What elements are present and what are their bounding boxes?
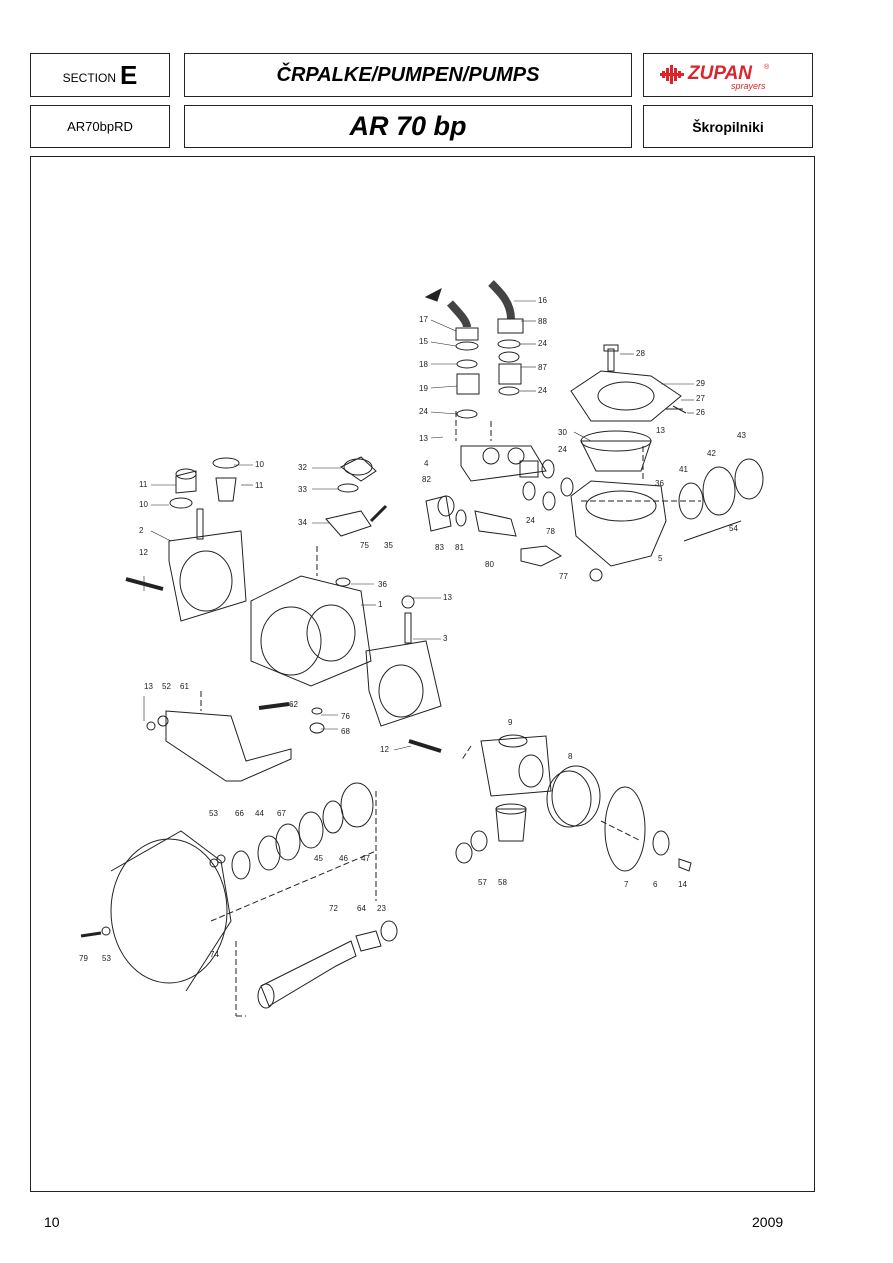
- part-label: 16: [538, 296, 547, 305]
- part-label: 26: [696, 408, 705, 417]
- part-label: 80: [485, 560, 494, 569]
- part-label: 77: [559, 572, 568, 581]
- part-label: 24: [558, 445, 567, 454]
- part-label: 46: [339, 854, 348, 863]
- part-label: 27: [696, 394, 705, 403]
- part-label: 36: [378, 580, 387, 589]
- part-label: 61: [180, 682, 189, 691]
- exploded-diagram: 1617881524281887192429272426301313432442…: [79, 280, 764, 1017]
- part-label: 5: [658, 554, 663, 563]
- year: 2009: [752, 1214, 784, 1230]
- part-label: 79: [79, 954, 88, 963]
- part-label: 11: [139, 480, 148, 489]
- part-label: 36: [655, 479, 664, 488]
- part-label: 76: [341, 712, 350, 721]
- part-label: 24: [526, 516, 535, 525]
- part-label: 2: [139, 526, 144, 535]
- part-label: 74: [210, 950, 219, 959]
- part-label: 43: [737, 431, 746, 440]
- logo-sub: sprayers: [731, 81, 766, 91]
- part-label: 18: [419, 360, 428, 369]
- part-label: 15: [419, 337, 428, 346]
- part-label: 6: [653, 880, 658, 889]
- logo-text: ZUPAN: [687, 63, 753, 84]
- part-label: 13: [144, 682, 153, 691]
- part-label: 53: [102, 954, 111, 963]
- part-label: 41: [679, 465, 688, 474]
- logo-reg: ®: [764, 63, 770, 71]
- part-label: 35: [384, 541, 393, 550]
- part-label: 10: [255, 460, 264, 469]
- part-label: 4: [424, 459, 429, 468]
- model-code: AR70bpRD: [67, 119, 133, 134]
- part-label: 10: [139, 500, 148, 509]
- part-label: 13: [443, 593, 452, 602]
- part-label: 8: [568, 752, 573, 761]
- part-label: 24: [538, 386, 547, 395]
- model-code-box: AR70bpRD: [30, 105, 170, 148]
- part-label: 14: [678, 880, 687, 889]
- part-label: 11: [255, 481, 264, 490]
- part-label: 66: [235, 809, 244, 818]
- part-label: 62: [289, 700, 298, 709]
- part-label: 34: [298, 518, 307, 527]
- part-label: 23: [377, 904, 386, 913]
- zupan-logo: ZUPAN sprayers ®: [660, 63, 770, 91]
- part-label: 9: [508, 718, 513, 727]
- part-label: 42: [707, 449, 716, 458]
- part-label: 13: [419, 434, 428, 443]
- part-label: 29: [696, 379, 705, 388]
- part-label: 54: [729, 524, 738, 533]
- model-name: AR 70 bp: [349, 111, 467, 141]
- part-label: 82: [422, 475, 431, 484]
- part-label: 87: [538, 363, 547, 372]
- part-label: 53: [209, 809, 218, 818]
- part-label: 52: [162, 682, 171, 691]
- part-label: 12: [139, 548, 148, 557]
- part-label: 72: [329, 904, 338, 913]
- part-label: 67: [277, 809, 286, 818]
- part-label: 1: [378, 600, 383, 609]
- part-label: 7: [624, 880, 629, 889]
- part-label: 32: [298, 463, 307, 472]
- part-label: 33: [298, 485, 307, 494]
- part-label: 58: [498, 878, 507, 887]
- part-label: 12: [380, 745, 389, 754]
- part-label: 45: [314, 854, 323, 863]
- part-label: 28: [636, 349, 645, 358]
- part-label: 47: [361, 854, 370, 863]
- model-box: AR 70 bp: [184, 105, 632, 148]
- part-label: 75: [360, 541, 369, 550]
- category: Škropilniki: [692, 118, 764, 135]
- page-number: 10: [44, 1214, 60, 1230]
- part-label: 30: [558, 428, 567, 437]
- part-label: 88: [538, 317, 547, 326]
- part-label: 68: [341, 727, 350, 736]
- part-label: 17: [419, 315, 428, 324]
- part-label: 57: [478, 878, 487, 887]
- title-box: ČRPALKE/PUMPEN/PUMPS: [184, 53, 632, 97]
- section-label: SECTION: [62, 71, 116, 85]
- section-letter: E: [120, 59, 138, 90]
- part-label: 64: [357, 904, 366, 913]
- part-label: 44: [255, 809, 264, 818]
- part-label: 19: [419, 384, 428, 393]
- part-label: 13: [656, 426, 665, 435]
- page-title: ČRPALKE/PUMPEN/PUMPS: [276, 63, 540, 86]
- logo-box: ZUPAN sprayers ®: [643, 53, 813, 97]
- section-box: SECTION E: [30, 53, 170, 97]
- part-label: 3: [443, 634, 448, 643]
- part-label: 83: [435, 543, 444, 552]
- part-label: 24: [419, 407, 428, 416]
- category-box: Škropilniki: [643, 105, 813, 148]
- part-label: 78: [546, 527, 555, 536]
- part-label: 81: [455, 543, 464, 552]
- part-label: 24: [538, 339, 547, 348]
